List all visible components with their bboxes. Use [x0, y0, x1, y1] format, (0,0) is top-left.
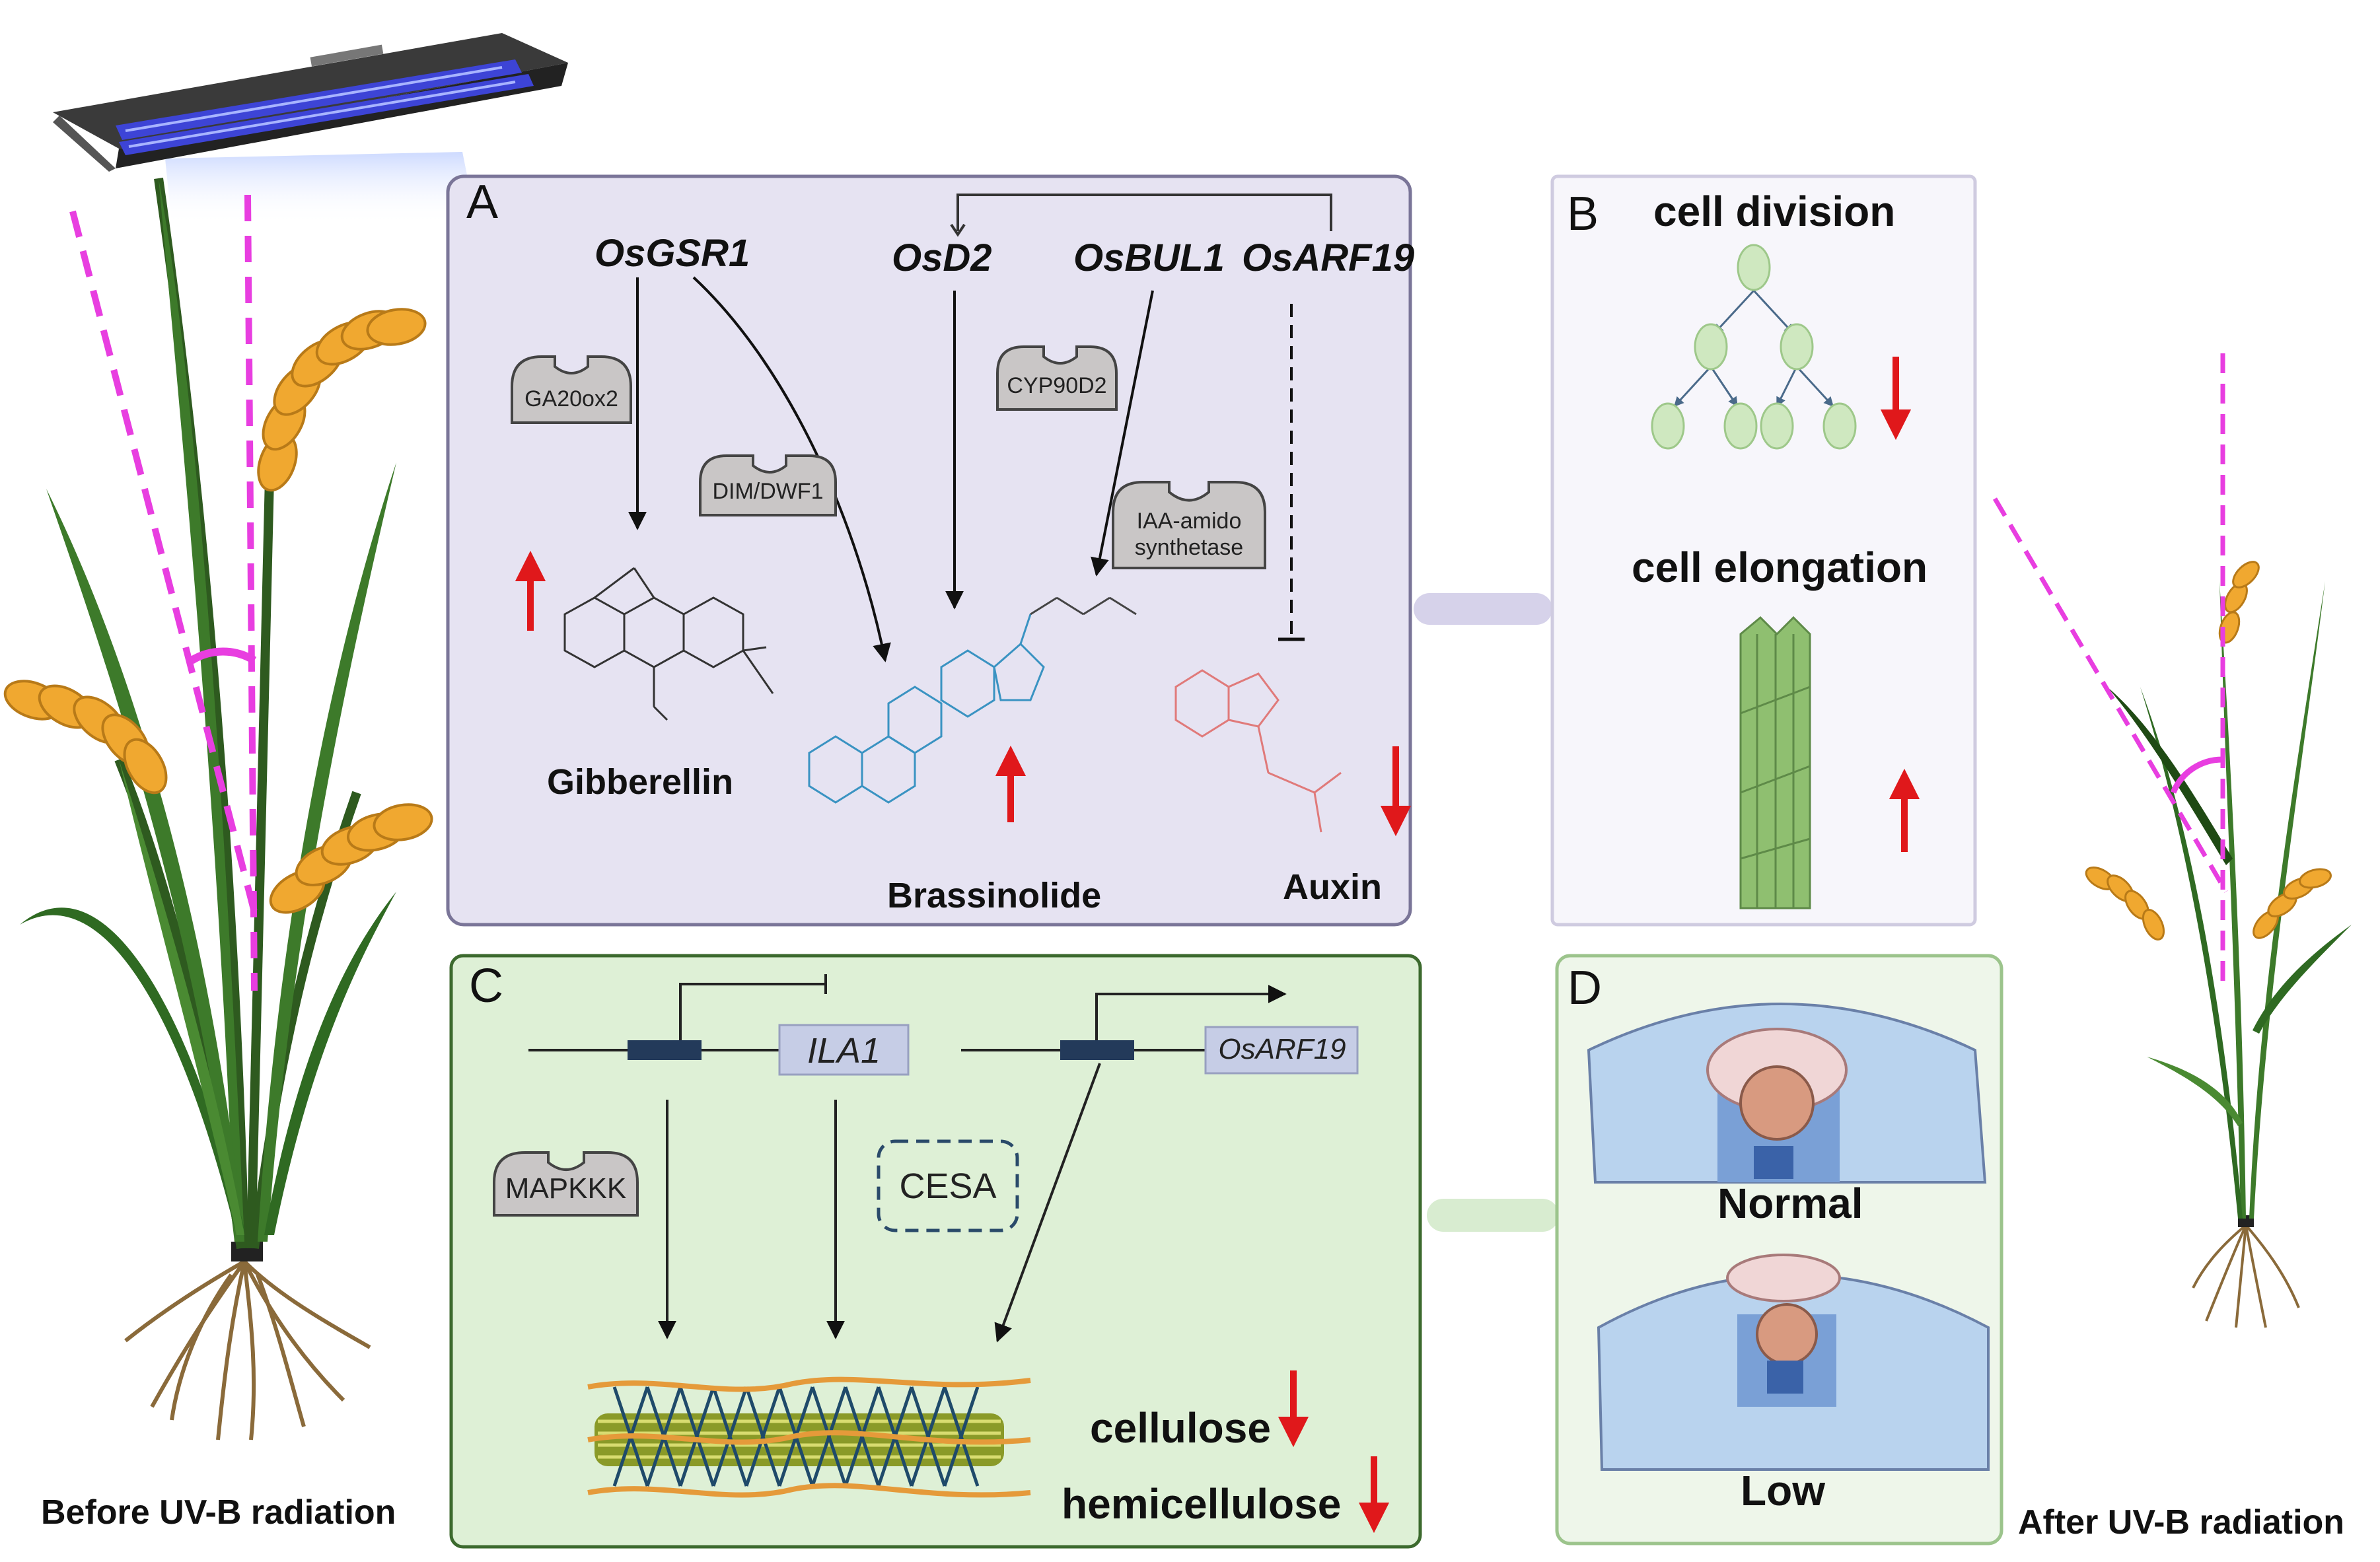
label-cell-division: cell division [1653, 188, 1896, 235]
elongated-cells-icon [1739, 616, 1811, 909]
down-arrow-icon [1880, 357, 1912, 441]
gene-osarf19: OsARF19 [1242, 236, 1415, 279]
panel-c-letter: C [469, 960, 503, 1012]
osarf19-box [1204, 1026, 1359, 1075]
enzyme-cyp90d2: CYP90D2 [1007, 373, 1107, 398]
enzyme-iaa-amido-line1: IAA-amido [1136, 509, 1242, 534]
uv-lamp-icon [53, 33, 568, 225]
brassinolide-molecule-icon [808, 614, 1045, 804]
label-cesa: CESA [899, 1166, 997, 1206]
cellulose-fibril-icon [587, 1376, 1031, 1498]
label-osarf19: OsARF19 [1218, 1033, 1346, 1065]
label-cell-elongation: cell elongation [1632, 544, 1928, 591]
label-normal: Normal [1717, 1180, 1863, 1227]
rice-plant-after-icon [1992, 353, 2352, 1328]
panel-c-box [449, 954, 1422, 1549]
down-arrow-icon [1278, 1370, 1309, 1448]
gibberellin-molecule-icon [563, 567, 774, 721]
caption-after: After UV-B radiation [2018, 1503, 2345, 1542]
ila1-box [778, 1024, 910, 1076]
cesa-box [877, 1139, 1019, 1232]
label-ila1: ILA1 [807, 1031, 881, 1071]
panel-a-letter: A [466, 176, 499, 229]
label-mapkkk: MAPKKK [505, 1172, 627, 1205]
gene-osgsr1: OsGSR1 [595, 232, 750, 275]
panel-b-letter: B [1567, 188, 1599, 240]
enzyme-ga20ox2: GA20ox2 [524, 386, 618, 411]
enzyme-dim-dwf1: DIM/DWF1 [712, 479, 824, 504]
caption-before: Before UV-B radiation [41, 1493, 396, 1532]
up-arrow-icon [1889, 768, 1920, 852]
stem-section-low-icon [1597, 1254, 1990, 1471]
down-arrow-icon [1380, 746, 1412, 837]
panel-b-box [1550, 174, 1977, 927]
auxin-molecule-icon [1174, 669, 1342, 833]
panel-d-letter: D [1568, 962, 1602, 1014]
rice-plant-before-icon [3, 178, 433, 1440]
label-low: Low [1741, 1467, 1825, 1514]
mapkkk-enzyme-icon [493, 1151, 639, 1217]
enzyme-iaa-amido-line2: synthetase [1134, 535, 1244, 560]
hormone-auxin: Auxin [1283, 867, 1383, 907]
enzyme-shape-icon [511, 345, 1266, 569]
gene-osd2: OsD2 [892, 236, 992, 279]
label-cellulose: cellulose [1090, 1404, 1271, 1452]
cell-division-tree-icon [1651, 244, 1857, 450]
down-arrow-icon [1358, 1456, 1390, 1534]
panel-a-box [446, 174, 1412, 927]
stem-section-normal-icon [1587, 1003, 1987, 1184]
up-arrow-icon [995, 745, 1027, 822]
hormone-gibberellin: Gibberellin [547, 762, 734, 802]
gene-osbul1: OsBUL1 [1073, 236, 1225, 279]
up-arrow-icon [515, 550, 546, 631]
label-hemicellulose: hemicellulose [1062, 1480, 1342, 1528]
hormone-brassinolide: Brassinolide [887, 876, 1102, 915]
